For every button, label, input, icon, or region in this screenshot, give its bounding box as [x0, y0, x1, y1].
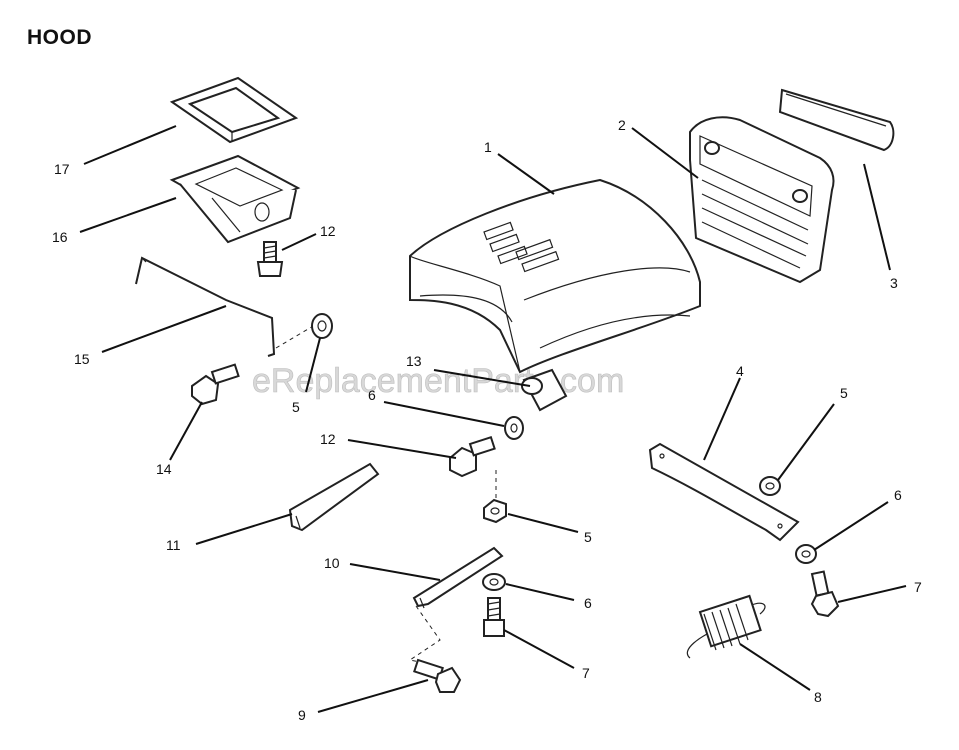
leader-lines [79, 125, 907, 713]
callout-5-left: 5 [292, 399, 300, 415]
callout-5-right: 5 [840, 385, 848, 401]
part-15-rod [135, 256, 276, 357]
callout-5-center: 5 [584, 529, 592, 545]
callout-1: 1 [484, 139, 492, 155]
part-6-washer-lower [482, 573, 506, 591]
callout-12-center: 12 [320, 431, 336, 447]
part-8-spring [686, 594, 766, 659]
callout-labels: 17 16 12 15 5 14 1 13 6 12 2 3 4 5 6 7 5… [52, 117, 922, 723]
part-6-washer-center [504, 416, 524, 440]
callout-16: 16 [52, 229, 68, 245]
callout-6-right: 6 [894, 487, 902, 503]
part-3-lens [778, 88, 895, 152]
hood-vents [483, 221, 560, 273]
part-5-nut-center [483, 498, 507, 524]
part-5-nut-right [759, 476, 781, 496]
part-13-bracket [521, 368, 568, 412]
part-11-bracket [288, 462, 380, 532]
part-2-grille [689, 116, 835, 284]
callout-17: 17 [54, 161, 70, 177]
callout-2: 2 [618, 117, 626, 133]
diagram-title: HOOD [27, 26, 92, 49]
part-7-bolt-center [483, 597, 505, 637]
part-5-nut-left [311, 313, 333, 339]
callout-7-center: 7 [582, 665, 590, 681]
callout-6-center: 6 [368, 387, 376, 403]
part-9-bolt [413, 658, 462, 693]
callout-12-upper: 12 [320, 223, 336, 239]
callout-8: 8 [814, 689, 822, 705]
callout-6-lower: 6 [584, 595, 592, 611]
part-12-screw-center [449, 435, 496, 478]
callout-4: 4 [736, 363, 744, 379]
part-10-bracket [412, 546, 504, 609]
part-14-bolt [191, 363, 240, 406]
callout-13: 13 [406, 353, 422, 369]
part-1-hood [409, 178, 701, 374]
callout-14: 14 [156, 461, 172, 477]
part-7-bolt-right [810, 570, 840, 618]
callout-3: 3 [890, 275, 898, 291]
part-6-washer-right [795, 544, 817, 564]
callout-10: 10 [324, 555, 340, 571]
part-12-screw-upper [256, 241, 284, 277]
callout-7-right: 7 [914, 579, 922, 595]
part-4-plate [648, 442, 800, 542]
part-17-seal [169, 76, 299, 144]
callout-9: 9 [298, 707, 306, 723]
callout-15: 15 [74, 351, 90, 367]
part-16-housing [169, 154, 301, 244]
callout-11: 11 [166, 537, 181, 553]
